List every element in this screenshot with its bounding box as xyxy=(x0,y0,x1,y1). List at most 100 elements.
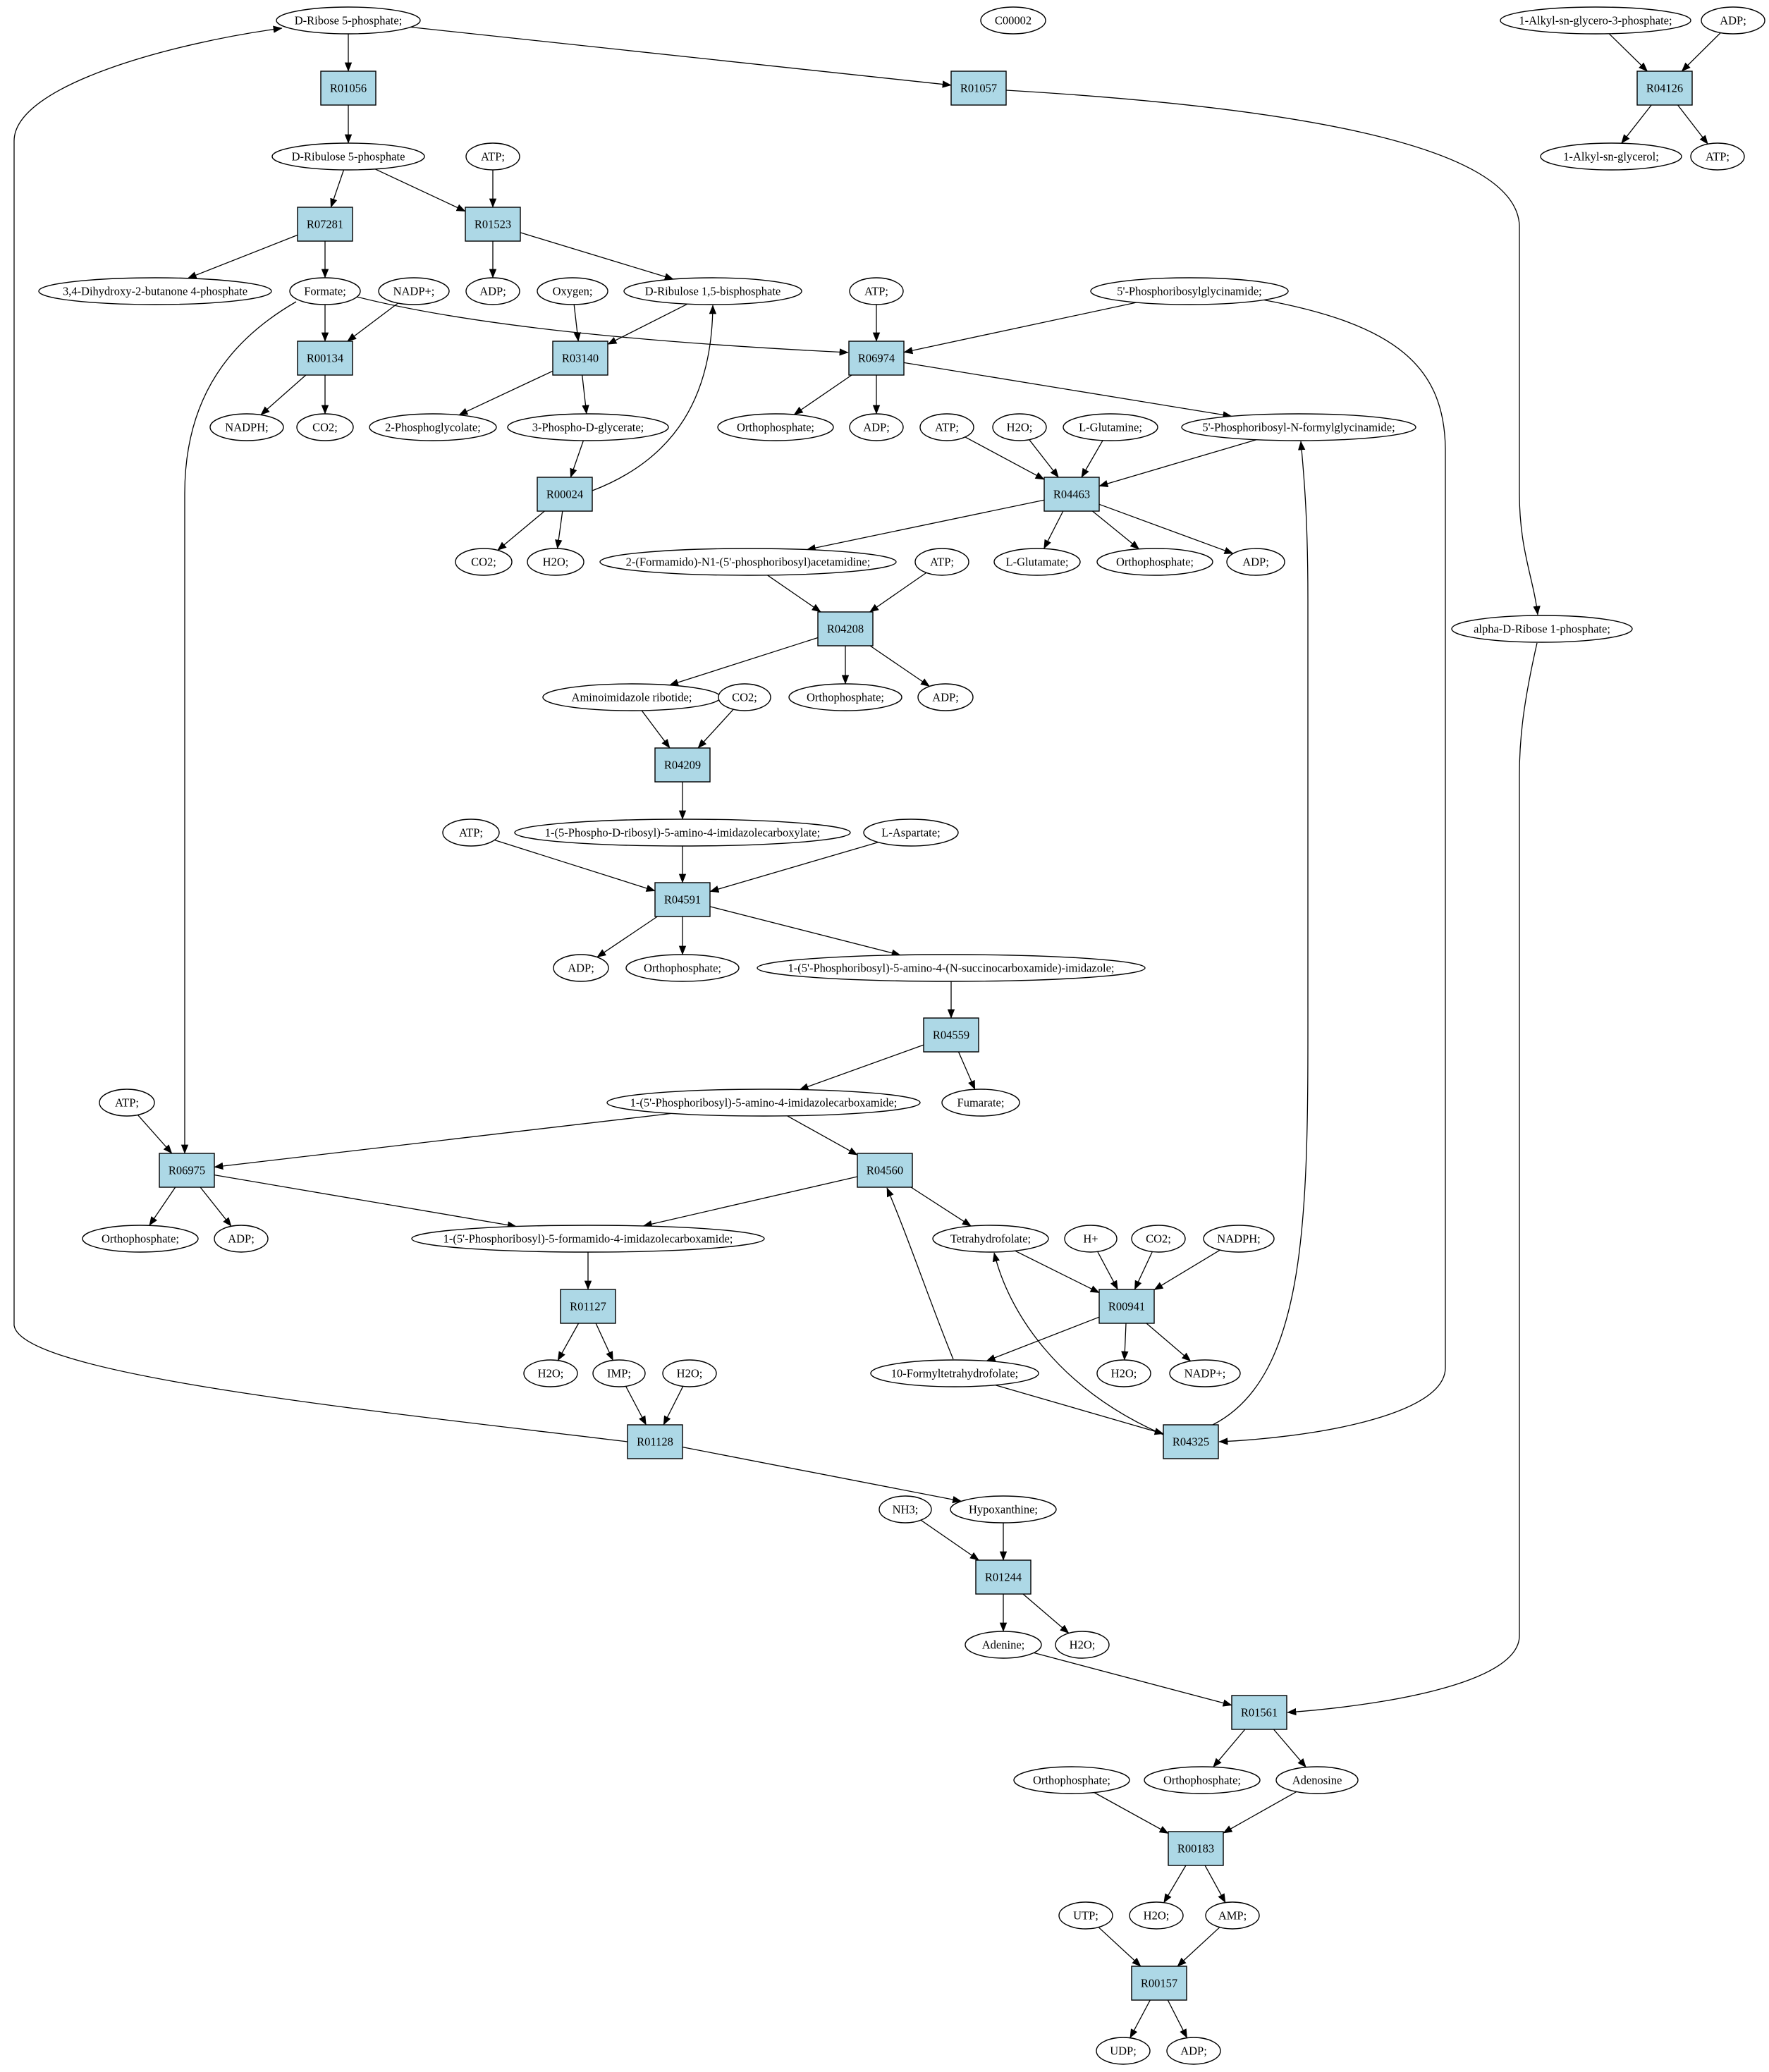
compound-node-n_adp_r01523[interactable]: ADP; xyxy=(465,277,520,305)
compound-node-n_nadp_1[interactable]: NADP+; xyxy=(378,277,450,305)
compound-node-n_adp_top[interactable]: ADP; xyxy=(1701,6,1765,35)
compound-node-n_faicar[interactable]: 1-(5'-Phosphoribosyl)-5-formamido-4-imid… xyxy=(411,1225,765,1253)
compound-node-n_adenine[interactable]: Adenine; xyxy=(965,1631,1042,1659)
node-label: ATP; xyxy=(115,1096,139,1110)
reaction-node-R04209[interactable]: R04209 xyxy=(654,747,711,783)
compound-node-n_alkylglycero3p[interactable]: 1-Alkyl-sn-glycero-3-phosphate; xyxy=(1500,6,1691,35)
compound-node-n_ribose1p[interactable]: alpha-D-Ribose 1-phosphate; xyxy=(1451,615,1633,643)
compound-node-n_nh3[interactable]: NH3; xyxy=(879,1495,932,1524)
compound-node-n_pi_r00183_in[interactable]: Orthophosphate; xyxy=(1013,1766,1130,1794)
reaction-node-R06975[interactable]: R06975 xyxy=(159,1153,215,1188)
compound-node-n_aspartate[interactable]: L-Aspartate; xyxy=(863,819,959,847)
reaction-node-R04325[interactable]: R04325 xyxy=(1163,1424,1219,1459)
reaction-node-R00134[interactable]: R00134 xyxy=(297,341,353,376)
reaction-node-R07281[interactable]: R07281 xyxy=(297,207,353,242)
compound-ellipse xyxy=(849,413,904,441)
compound-node-n_alkylglycerol[interactable]: 1-Alkyl-sn-glycerol; xyxy=(1540,142,1682,171)
compound-node-n_nadph_r00941[interactable]: NADPH; xyxy=(1203,1225,1275,1253)
reaction-node-R04559[interactable]: R04559 xyxy=(923,1017,979,1053)
compound-node-n_c00002[interactable]: C00002 xyxy=(980,6,1046,35)
reaction-node-R01127[interactable]: R01127 xyxy=(560,1289,616,1324)
compound-node-n_10fthf[interactable]: 10-Formyltetrahydrofolate; xyxy=(870,1359,1039,1387)
compound-node-n_ribulosebp[interactable]: D-Ribulose 1,5-bisphosphate xyxy=(623,277,802,305)
compound-node-n_saicar[interactable]: 1-(5'-Phosphoribosyl)-5-amino-4-(N-succi… xyxy=(757,954,1146,982)
reaction-node-R04560[interactable]: R04560 xyxy=(857,1153,913,1188)
compound-node-n_co2_r00024[interactable]: CO2; xyxy=(455,548,513,576)
compound-node-n_h2o_r04463[interactable]: H2O; xyxy=(992,413,1047,441)
reaction-node-R03140[interactable]: R03140 xyxy=(552,341,608,376)
compound-node-n_amp[interactable]: AMP; xyxy=(1205,1901,1260,1930)
compound-node-n_nadp_r00941[interactable]: NADP+; xyxy=(1169,1359,1241,1387)
reaction-node-R04208[interactable]: R04208 xyxy=(817,611,874,646)
compound-node-n_fgam[interactable]: 2-(Formamido)-N1-(5'-phosphoribosyl)acet… xyxy=(599,548,897,576)
compound-node-n_co2_r00941[interactable]: CO2; xyxy=(1131,1225,1186,1253)
compound-node-n_imp[interactable]: IMP; xyxy=(592,1359,646,1387)
compound-node-n_pi_r01561[interactable]: Orthophosphate; xyxy=(1144,1766,1261,1794)
compound-node-n_prglycinamide[interactable]: 5'-Phosphoribosylglycinamide; xyxy=(1090,277,1289,305)
compound-node-n_atp_r06974[interactable]: ATP; xyxy=(849,277,904,305)
compound-node-n_adp_r06974[interactable]: ADP; xyxy=(849,413,904,441)
reaction-node-R00941[interactable]: R00941 xyxy=(1098,1289,1155,1324)
reaction-node-R00183[interactable]: R00183 xyxy=(1168,1831,1224,1866)
compound-node-n_adp_r00157[interactable]: ADP; xyxy=(1166,2037,1221,2065)
reaction-node-R06974[interactable]: R06974 xyxy=(848,341,905,376)
compound-node-n_pi_r04463[interactable]: Orthophosphate; xyxy=(1096,548,1213,576)
compound-node-n_h2o_r00941[interactable]: H2O; xyxy=(1096,1359,1151,1387)
compound-node-n_atp_r04208[interactable]: ATP; xyxy=(914,548,969,576)
compound-node-n_adp_r04463[interactable]: ADP; xyxy=(1226,548,1285,576)
compound-node-n_co2_r00134[interactable]: CO2; xyxy=(296,413,354,441)
compound-node-n_3pg[interactable]: 3-Phospho-D-glycerate; xyxy=(507,413,669,441)
compound-node-n_co2_r04209[interactable]: CO2; xyxy=(718,683,771,711)
compound-node-n_aicar[interactable]: 1-(5'-Phosphoribosyl)-5-amino-4-imidazol… xyxy=(606,1089,921,1117)
compound-node-n_atp_1[interactable]: ATP; xyxy=(465,142,520,171)
reaction-node-R04463[interactable]: R04463 xyxy=(1043,477,1100,512)
compound-node-n_oxygen[interactable]: Oxygen; xyxy=(537,277,608,305)
compound-node-n_adp_r04591[interactable]: ADP; xyxy=(553,954,609,982)
compound-node-n_atp_r04126[interactable]: ATP; xyxy=(1690,142,1745,171)
compound-node-n_formate[interactable]: Formate; xyxy=(289,277,361,305)
compound-node-n_ribose5p[interactable]: D-Ribose 5-phosphate; xyxy=(276,6,421,35)
compound-node-n_dihydroxybutanone[interactable]: 3,4-Dihydroxy-2-butanone 4-phosphate xyxy=(38,277,272,305)
compound-node-n_glutamine[interactable]: L-Glutamine; xyxy=(1063,413,1158,441)
compound-node-n_h2o_r01127[interactable]: H2O; xyxy=(523,1359,578,1387)
compound-node-n_phosphoglycolate[interactable]: 2-Phosphoglycolate; xyxy=(369,413,497,441)
compound-node-n_udp[interactable]: UDP; xyxy=(1096,2037,1151,2065)
compound-node-n_h2o_r01128[interactable]: H2O; xyxy=(662,1359,717,1387)
compound-node-n_atp_r06975[interactable]: ATP; xyxy=(99,1089,155,1117)
edge-R00024-to-n_co2_r00024 xyxy=(497,510,545,551)
reaction-node-R01057[interactable]: R01057 xyxy=(950,71,1007,106)
compound-node-n_pi_r06975[interactable]: Orthophosphate; xyxy=(82,1225,199,1253)
compound-node-n_glutamate[interactable]: L-Glutamate; xyxy=(993,548,1081,576)
compound-node-n_utp[interactable]: UTP; xyxy=(1058,1901,1113,1930)
compound-node-n_adenosine[interactable]: Adenosine xyxy=(1275,1766,1359,1794)
compound-node-n_atp_r04591[interactable]: ATP; xyxy=(442,819,500,847)
reaction-node-R00157[interactable]: R00157 xyxy=(1131,1966,1187,2001)
compound-node-n_pi_r06974[interactable]: Orthophosphate; xyxy=(717,413,834,441)
compound-node-n_pi_r04591[interactable]: Orthophosphate; xyxy=(625,954,740,982)
reaction-node-R01561[interactable]: R01561 xyxy=(1231,1695,1287,1730)
compound-node-n_h2o_r01244[interactable]: H2O; xyxy=(1055,1631,1110,1659)
compound-node-n_cair[interactable]: 1-(5-Phospho-D-ribosyl)-5-amino-4-imidaz… xyxy=(514,819,851,847)
compound-node-n_air[interactable]: Aminoimidazole ribotide; xyxy=(542,683,721,711)
reaction-node-R04591[interactable]: R04591 xyxy=(654,882,711,917)
compound-node-n_h2o_r00024[interactable]: H2O; xyxy=(527,548,584,576)
node-label: Formate; xyxy=(304,285,346,298)
compound-node-n_hplus[interactable]: H+ xyxy=(1064,1225,1118,1253)
compound-node-n_prfgam[interactable]: 5'-Phosphoribosyl-N-formylglycinamide; xyxy=(1181,413,1416,441)
compound-node-n_ribulose5p[interactable]: D-Ribulose 5-phosphate xyxy=(271,142,425,171)
compound-node-n_thf[interactable]: Tetrahydrofolate; xyxy=(932,1225,1049,1253)
compound-node-n_hypoxanthine[interactable]: Hypoxanthine; xyxy=(950,1495,1057,1524)
reaction-node-R01523[interactable]: R01523 xyxy=(465,207,521,242)
compound-node-n_h2o_r00183[interactable]: H2O; xyxy=(1129,1901,1184,1930)
compound-node-n_nadph_1[interactable]: NADPH; xyxy=(209,413,284,441)
reaction-node-R00024[interactable]: R00024 xyxy=(537,477,593,512)
reaction-node-R04126[interactable]: R04126 xyxy=(1636,71,1693,106)
compound-node-n_fumarate[interactable]: Fumarate; xyxy=(941,1089,1020,1117)
compound-node-n_pi_r04208[interactable]: Orthophosphate; xyxy=(788,683,902,711)
compound-node-n_atp_r04463[interactable]: ATP; xyxy=(919,413,974,441)
reaction-node-R01244[interactable]: R01244 xyxy=(975,1559,1032,1595)
reaction-node-R01056[interactable]: R01056 xyxy=(320,71,377,106)
compound-node-n_adp_r04208[interactable]: ADP; xyxy=(917,683,974,711)
compound-node-n_adp_r06975[interactable]: ADP; xyxy=(214,1225,269,1253)
reaction-node-R01128[interactable]: R01128 xyxy=(627,1424,683,1459)
